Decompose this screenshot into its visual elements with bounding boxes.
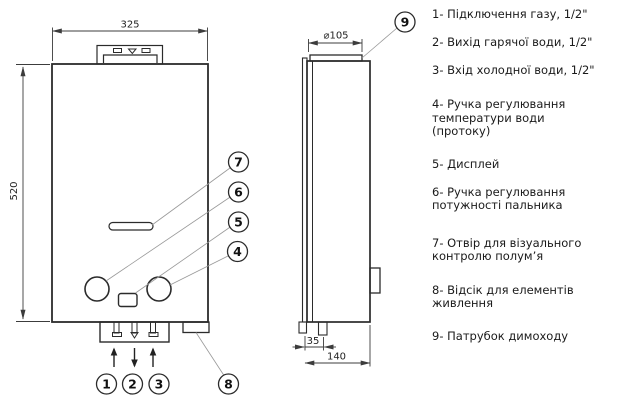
callout-number-3: 3	[155, 376, 164, 391]
legend-item-9: 9- Патрубок димоходу	[432, 328, 569, 343]
leader-to-5	[135, 227, 230, 294]
mounting-flange-foot	[298, 321, 308, 334]
callout-6: 6	[227, 181, 250, 203]
dim-depth-label: 140	[327, 352, 346, 363]
callout-7: 7	[227, 151, 250, 173]
callout-circle-9	[394, 11, 416, 33]
callout-1: 1	[95, 373, 118, 395]
dimension-height-520: 520	[9, 64, 50, 322]
legend-item-6: 6- Ручка регулювання потужності пальника	[432, 184, 566, 212]
chimney-flange-plate	[309, 54, 363, 62]
callout-number-2: 2	[128, 376, 137, 391]
callout-8: 8	[217, 373, 240, 395]
dimension-width-325: 325	[51, 20, 209, 61]
callout-9: 9	[394, 11, 416, 33]
legend-item-4: 4- Ручка регулювання температури води (п…	[432, 97, 566, 138]
callout-circle-6	[227, 181, 250, 203]
side-view	[298, 54, 381, 336]
callout-number-4: 4	[233, 244, 242, 259]
dim-diameter-label: ⌀105	[323, 31, 348, 42]
leader-to-4	[169, 255, 229, 286]
legend-item-5: 5- Дисплей	[432, 156, 500, 171]
callout-number-6: 6	[234, 184, 243, 199]
callout-circle-8	[217, 373, 240, 395]
battery-compartment-front	[182, 321, 210, 334]
power-knob	[84, 276, 110, 302]
dim-offset-label: 35	[307, 336, 320, 347]
callout-3: 3	[148, 373, 170, 395]
leader-to-9	[361, 27, 398, 59]
front-body-outline	[51, 63, 209, 323]
dim-height-label: 520	[9, 181, 20, 200]
dimension-diameter-105: ⌀105	[307, 31, 363, 52]
display-window	[117, 292, 138, 308]
legend-item-3: 3- Вхід холодної води, 1/2"	[432, 63, 595, 77]
legend: 1- Підключення газу, 1/2" 2- Вихід гаряч…	[432, 7, 604, 358]
temperature-knob	[146, 276, 172, 302]
legend-item-8: 8- Відсік для елементів живлення	[432, 282, 574, 310]
chimney-collar	[102, 54, 158, 63]
callout-circle-5	[227, 211, 250, 233]
chimney-connection-box	[96, 44, 164, 65]
callout-circle-1	[95, 373, 118, 395]
legend-item-2: 2- Вихід гарячої води, 1/2"	[432, 35, 593, 49]
callout-5: 5	[227, 211, 250, 233]
vent-triangle	[127, 48, 138, 55]
legend-item-1: 1- Підключення газу, 1/2"	[432, 7, 588, 21]
callout-number-9: 9	[401, 14, 410, 29]
dimension-depth-140: 140	[304, 325, 371, 367]
callout-4: 4	[226, 240, 249, 263]
front-view	[51, 44, 210, 343]
pipe-cold-water-inlet	[148, 321, 159, 337]
callout-number-1: 1	[102, 376, 111, 391]
callout-circle-7	[227, 151, 250, 173]
callout-circle-4	[226, 240, 249, 263]
callout-number-5: 5	[234, 214, 243, 229]
side-body-outline	[306, 60, 371, 323]
callout-2: 2	[121, 373, 144, 395]
legend-item-7: 7- Отвір для візуального контролю полум’…	[432, 235, 582, 263]
leader-to-6	[105, 197, 230, 282]
leader-to-7	[151, 167, 231, 226]
vent-slot-left	[113, 48, 122, 53]
callout-circle-2	[121, 373, 144, 395]
battery-compartment-side	[369, 267, 381, 294]
flow-arrows	[110, 347, 157, 368]
vent-slot-right	[141, 48, 151, 53]
bottom-pipe-side	[317, 321, 328, 336]
dimension-offset-35: 35	[292, 336, 336, 351]
pipe-hot-water-outlet	[130, 321, 139, 339]
pipe-gas-inlet	[112, 321, 122, 337]
leader-to-8	[195, 332, 225, 376]
callout-circle-3	[148, 373, 170, 395]
dim-width-label: 325	[120, 20, 139, 31]
leader-lines	[105, 27, 398, 376]
callout-number-7: 7	[234, 154, 243, 169]
callout-number-8: 8	[224, 376, 233, 391]
flame-view-slot	[108, 221, 154, 231]
